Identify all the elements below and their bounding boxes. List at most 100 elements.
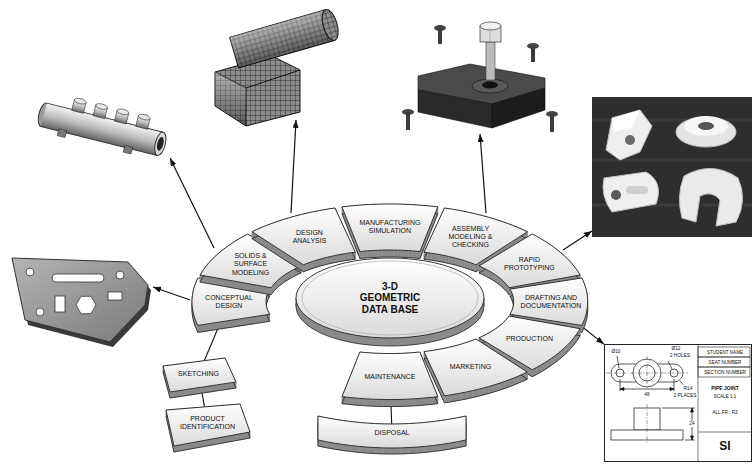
plate-model (55, 296, 65, 312)
segment-shape (372, 400, 378, 407)
segment-label: RAPID PROTOTYPING (496, 256, 562, 272)
part-drawing (606, 356, 688, 388)
segment-shape (166, 404, 250, 446)
segment-shape (398, 250, 402, 257)
prototype-photo (611, 190, 621, 200)
prototype-photo (592, 97, 752, 237)
segment-label: MANUFACTURING SIMULATION (357, 219, 423, 235)
part-drawing (647, 404, 648, 444)
disk-shape (296, 258, 484, 338)
segment-shape (408, 399, 414, 406)
tube-model (35, 90, 171, 162)
segment-shape (364, 251, 368, 258)
plate-model (116, 271, 124, 279)
dimension-text: 48 (643, 392, 650, 398)
tube-model (41, 126, 157, 155)
segment-shape (452, 257, 455, 265)
segment-shape (375, 250, 379, 257)
plate-model (52, 274, 104, 282)
prototype-photo (626, 186, 648, 194)
segment-shape (435, 254, 439, 262)
assembly-model (472, 79, 508, 93)
leader-arrow (291, 120, 296, 213)
segment-shape (431, 253, 435, 261)
title-block-text: SCALE 1:1 (714, 394, 737, 399)
process-segment: SKETCHING (161, 356, 238, 400)
title-block-text: STUDENT NAME (707, 350, 743, 355)
segment-shape (428, 252, 432, 260)
leader-arrow (153, 287, 190, 300)
segment-shape (335, 255, 338, 263)
database-disk: 3-D GEOMETRIC DATA BASE (294, 256, 486, 348)
segment-shape (379, 250, 383, 257)
part-drawing (620, 379, 674, 391)
text-wrap: ASSEMBLY MODELING & CHECKING (437, 225, 503, 249)
mesh-model (230, 10, 335, 68)
text-wrap: CONCEPTUAL DESIGN (199, 294, 259, 310)
segment-shape (382, 250, 386, 257)
assembly-model (418, 90, 492, 128)
segment-shape (342, 204, 438, 252)
mesh-model (215, 8, 341, 126)
title-block-lines (698, 432, 752, 433)
dimension-text: Ø10 (610, 349, 621, 355)
segment-shape (405, 250, 409, 257)
segment-label: SOLIDS & SURFACE MODELING (218, 252, 284, 276)
assembly-model (550, 114, 554, 132)
prototype-photo (698, 122, 714, 130)
segment-label: DISPOSAL (352, 429, 432, 437)
mesh-model (230, 8, 342, 68)
plate-model (26, 268, 34, 276)
segment-shape (479, 234, 580, 288)
prototype-photo (679, 168, 742, 226)
segment-shape (449, 256, 452, 264)
segment-shape (354, 398, 360, 406)
text-wrap: SKETCHING (169, 370, 229, 378)
segment-shape (366, 399, 372, 406)
segment-shape (342, 254, 346, 262)
text-wrap: MAINTENANCE (357, 373, 423, 381)
text-wrap: MANUFACTURING SIMULATION (357, 219, 423, 235)
prototype-photo (592, 97, 752, 237)
text-wrap: PRODUCT IDENTIFICATION (175, 415, 241, 431)
segment-shape (401, 250, 405, 257)
title-block-text: SECTION NUMBER (704, 370, 746, 375)
segment-shape (402, 400, 408, 407)
segment-shape (252, 208, 355, 265)
dimension-text: 24 (688, 421, 695, 427)
title-block-lines (698, 344, 752, 462)
part-drawing (620, 388, 674, 391)
assembly-model (402, 22, 558, 132)
segment-shape (413, 251, 417, 258)
segment-shape (400, 448, 408, 454)
text-wrap: SOLIDS & SURFACE MODELING (218, 252, 284, 276)
drawing-sheet: STUDENT NAMESEAT NUMBERSECTION NUMBERPIP… (604, 344, 752, 462)
segment-label: DESIGN ANALYSIS (284, 229, 334, 245)
plate-model (108, 292, 122, 300)
process-segment: PRODUCT IDENTIFICATION (164, 402, 252, 454)
segment-shape (318, 416, 466, 448)
plate-model (12, 258, 148, 342)
segment-shape (392, 448, 400, 454)
assembly-model (531, 46, 535, 62)
leader-arrow (480, 134, 486, 213)
plate-model (76, 296, 96, 313)
segment-shape (349, 252, 353, 260)
segment-shape (420, 398, 426, 406)
segment-shape (371, 250, 375, 257)
assembly-model (492, 88, 545, 128)
segment-shape (422, 337, 529, 405)
assembly-model (482, 82, 498, 89)
part-drawing (617, 356, 683, 385)
tube-model (41, 103, 163, 155)
part-drawing (634, 408, 660, 430)
assembly-model (480, 22, 501, 30)
segment-shape (386, 250, 390, 257)
mesh-model (230, 10, 335, 68)
text-wrap: DRAFTING AND DOCUMENTATION (518, 294, 584, 310)
assembly-model (490, 28, 491, 42)
segment-shape (384, 448, 392, 454)
part-drawing (606, 356, 695, 444)
segment-shape (360, 251, 364, 258)
